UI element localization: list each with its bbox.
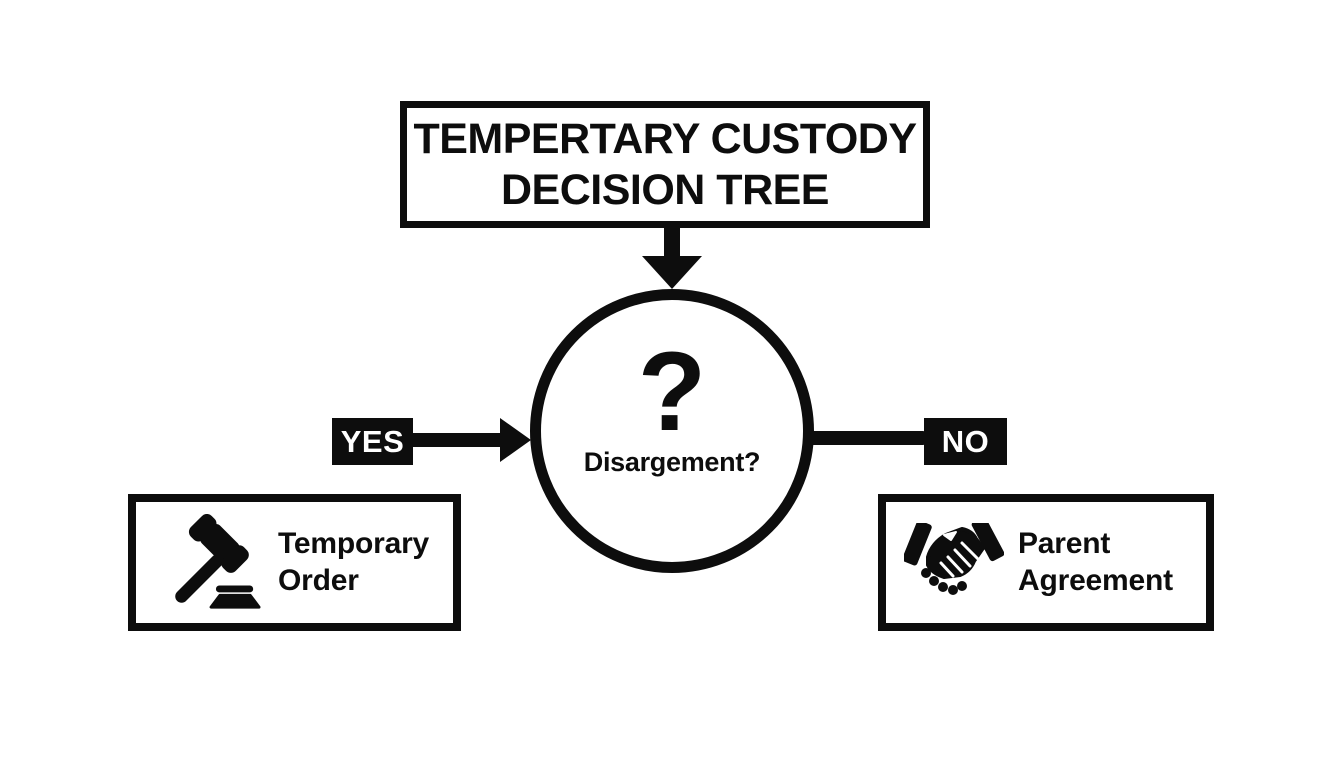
outcome-temporary-order-line-1: Temporary [278,526,430,560]
question-mark: ? [637,328,707,454]
outcome-temporary-order-line-2: Order [278,563,359,597]
yes-label: YES [340,423,405,459]
down-arrow-icon [642,227,702,289]
yes-badge: YES [332,418,413,465]
gavel-icon [175,513,261,609]
outcome-box-parent-agreement: Parent Agreement [878,494,1214,631]
title-box: TEMPERTARY CUSTODY DECISION TREE [400,101,930,228]
no-badge: NO [924,418,1007,465]
handshake-icon [904,522,1004,595]
title-line-1: TEMPERTARY CUSTODY [413,114,917,163]
outcome-box-temporary-order: Temporary Order [128,494,461,631]
decision-question-label: Disargement? [583,447,761,478]
no-label: NO [941,423,990,459]
right-arrow-icon [412,418,531,462]
decision-node: ? Disargement? [530,289,814,573]
no-connector-line [810,431,926,445]
title-line-2: DECISION TREE [501,165,830,214]
outcome-parent-agreement-line-2: Agreement [1018,563,1173,597]
outcome-parent-agreement-line-1: Parent [1018,526,1111,560]
